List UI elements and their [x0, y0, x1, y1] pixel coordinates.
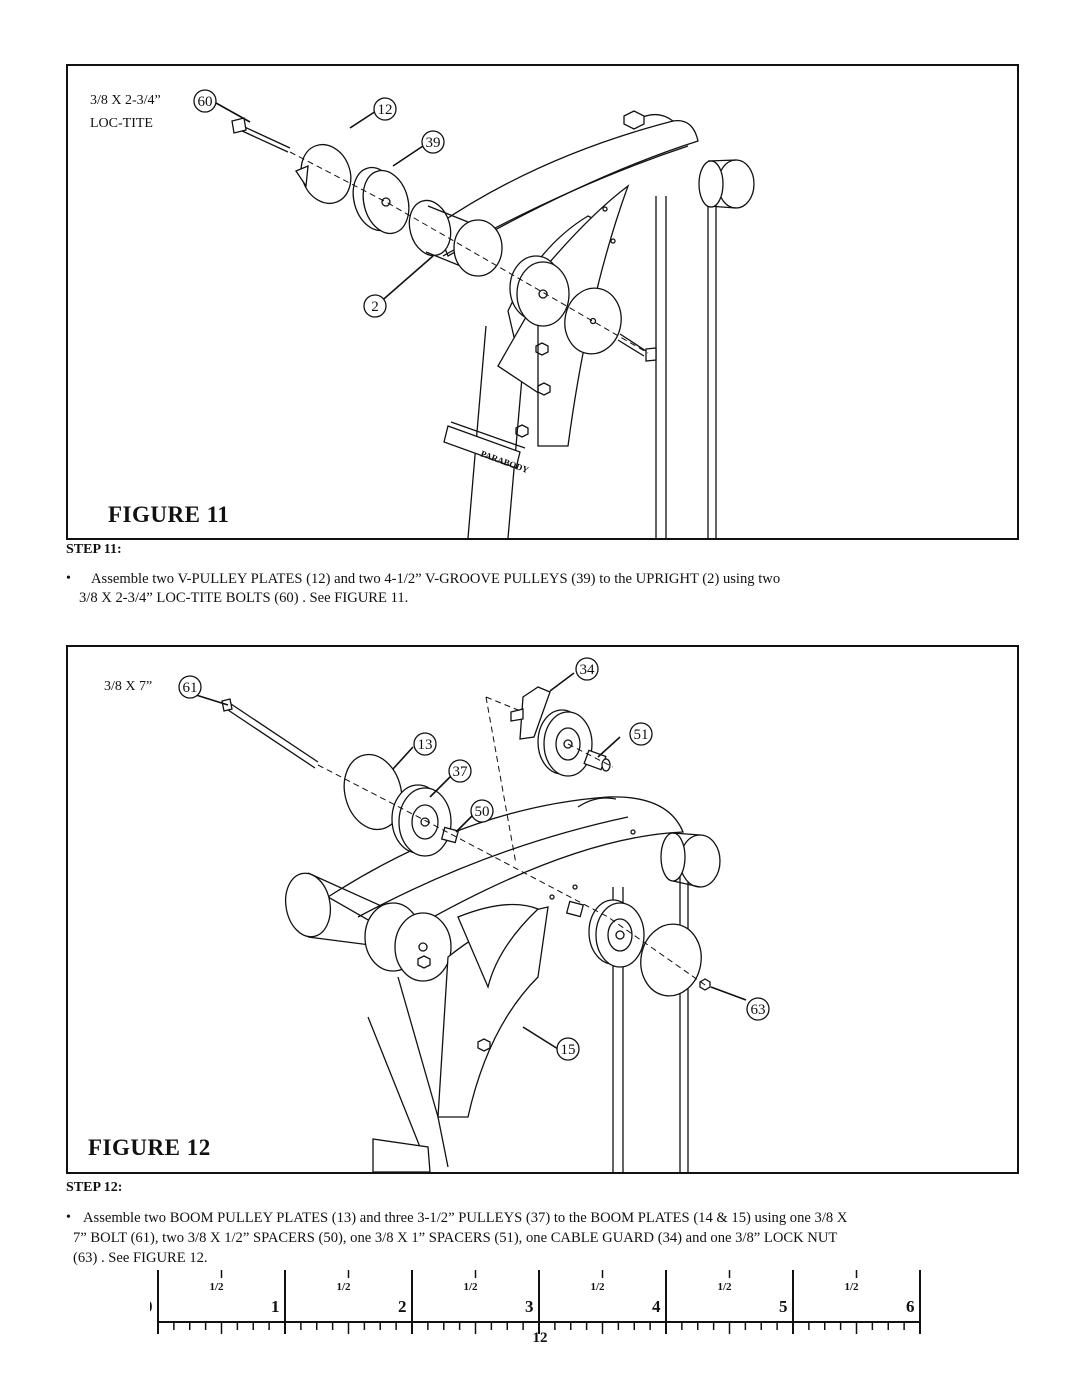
loctite-label: LOC-TITE — [90, 116, 153, 131]
inch-ruler: 0 1/2 1 1/2 2 1/2 3 1/2 4 1/2 5 1/2 6 — [150, 1270, 921, 1334]
step-12-text-line2: 7” BOLT (61), two 3/8 X 1/2” SPACERS (50… — [73, 1230, 838, 1246]
callout-61: 61 — [183, 680, 198, 696]
figure-12-drawing: 61 34 51 13 37 50 63 15 — [178, 657, 770, 1172]
page-number: 12 — [532, 1330, 548, 1346]
callout-37: 37 — [453, 764, 469, 780]
ruler-number: 3 — [525, 1297, 534, 1316]
ruler-half-label: 1/2 — [718, 1281, 733, 1293]
callout-13: 13 — [418, 737, 433, 753]
bolt-size-label: 3/8 X 7” — [104, 679, 153, 694]
ruler-half-label: 1/2 — [845, 1281, 860, 1293]
ruler-number: 4 — [652, 1297, 661, 1316]
figure-12-box: 61 34 51 13 37 50 63 15 3/8 X 7” FIGURE … — [66, 645, 1019, 1174]
step-12-text-line3: (63) . See FIGURE 12. — [73, 1250, 208, 1266]
figure-11-title: FIGURE 11 — [108, 502, 230, 527]
ruler-number: 2 — [398, 1297, 407, 1316]
callout-63: 63 — [751, 1002, 766, 1018]
callout-2: 2 — [371, 299, 379, 315]
ruler-half-label: 1/2 — [464, 1281, 479, 1293]
step-12-label: STEP 12: — [66, 1180, 123, 1195]
ruler-number: 5 — [779, 1297, 788, 1316]
step-12-bullet: • — [66, 1210, 71, 1225]
callout-34: 34 — [580, 662, 596, 678]
callout-51: 51 — [634, 727, 649, 743]
step-11-text-line2: 3/8 X 2-3/4” LOC-TITE BOLTS (60) . See F… — [79, 590, 409, 606]
figure-11-box: 60 12 39 2 PARABODY 3/8 X 2-3/4” LOC-TIT… — [66, 64, 1019, 540]
figure-12-title: FIGURE 12 — [88, 1135, 211, 1160]
step-11-bullet: • — [66, 571, 71, 586]
ruler-half-label: 1/2 — [210, 1281, 225, 1293]
callout-12: 12 — [378, 102, 393, 118]
callout-50: 50 — [475, 804, 490, 820]
ruler-number: 6 — [906, 1297, 915, 1316]
callout-15: 15 — [561, 1042, 576, 1058]
ruler-half-label: 1/2 — [591, 1281, 606, 1293]
ruler-number: 0 — [150, 1297, 153, 1316]
step-11-label: STEP 11: — [66, 542, 122, 557]
figure-11-drawing: 60 12 39 2 PARABODY — [193, 89, 755, 538]
callout-39: 39 — [426, 135, 441, 151]
callout-60: 60 — [198, 94, 213, 110]
step-12-text-line1: Assemble two BOOM PULLEY PLATES (13) and… — [83, 1210, 848, 1226]
bolt-size-label: 3/8 X 2-3/4” — [90, 93, 161, 108]
ruler-number: 1 — [271, 1297, 280, 1316]
step-11-text-line1: Assemble two V-PULLEY PLATES (12) and tw… — [91, 571, 781, 587]
ruler-half-label: 1/2 — [337, 1281, 352, 1293]
